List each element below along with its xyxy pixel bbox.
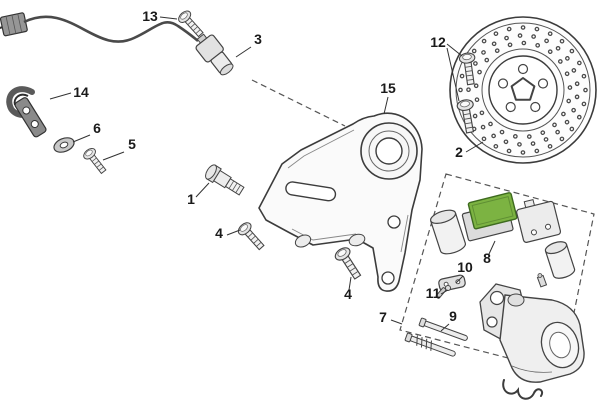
- callout-11: 11: [426, 285, 441, 301]
- bracket-bolt: [205, 164, 245, 196]
- bracket-slot: [285, 181, 337, 202]
- callout-5: 5: [128, 136, 136, 152]
- callout-13: 13: [142, 8, 158, 24]
- speed-sensor: [195, 33, 234, 76]
- callout-8: 8: [483, 250, 491, 266]
- bleed-valve: [536, 273, 548, 288]
- cable-bracket: [6, 86, 47, 138]
- callout-7: 7: [379, 309, 387, 325]
- callout-12: 12: [430, 34, 446, 50]
- alignment-dashed-line: [251, 79, 346, 127]
- leader-lines: [49, 16, 496, 332]
- callout-6: 6: [93, 120, 101, 136]
- pad-bushing-left: [429, 209, 466, 255]
- washer: [53, 137, 75, 153]
- callout-14: 14: [73, 84, 89, 100]
- sensor-cable: [23, 15, 199, 43]
- callout-10: 10: [457, 259, 473, 275]
- brake-pad-right: [516, 198, 562, 243]
- callout-15: 15: [380, 80, 396, 96]
- disc-center-hole: [510, 77, 536, 101]
- pad-spring-clip: [502, 379, 544, 400]
- callout-labels: 13 3 14 6 5 1 15 4 4 2 12 7 8 10 11 9: [73, 8, 491, 325]
- callout-3: 3: [254, 31, 262, 47]
- callout-2: 2: [455, 144, 463, 160]
- brake-disc: [449, 16, 597, 164]
- pad-bushing-right: [544, 241, 576, 279]
- brake-pads: [461, 192, 562, 243]
- callout-4a: 4: [215, 225, 223, 241]
- brake-caliper: [479, 273, 585, 400]
- callout-4b: 4: [344, 286, 352, 302]
- callout-1: 1: [187, 191, 195, 207]
- pad-pins: [404, 317, 468, 357]
- callout-9: 9: [449, 308, 457, 324]
- caliper-mounting-bracket: [258, 112, 423, 292]
- brake-pad-friction: [467, 192, 518, 230]
